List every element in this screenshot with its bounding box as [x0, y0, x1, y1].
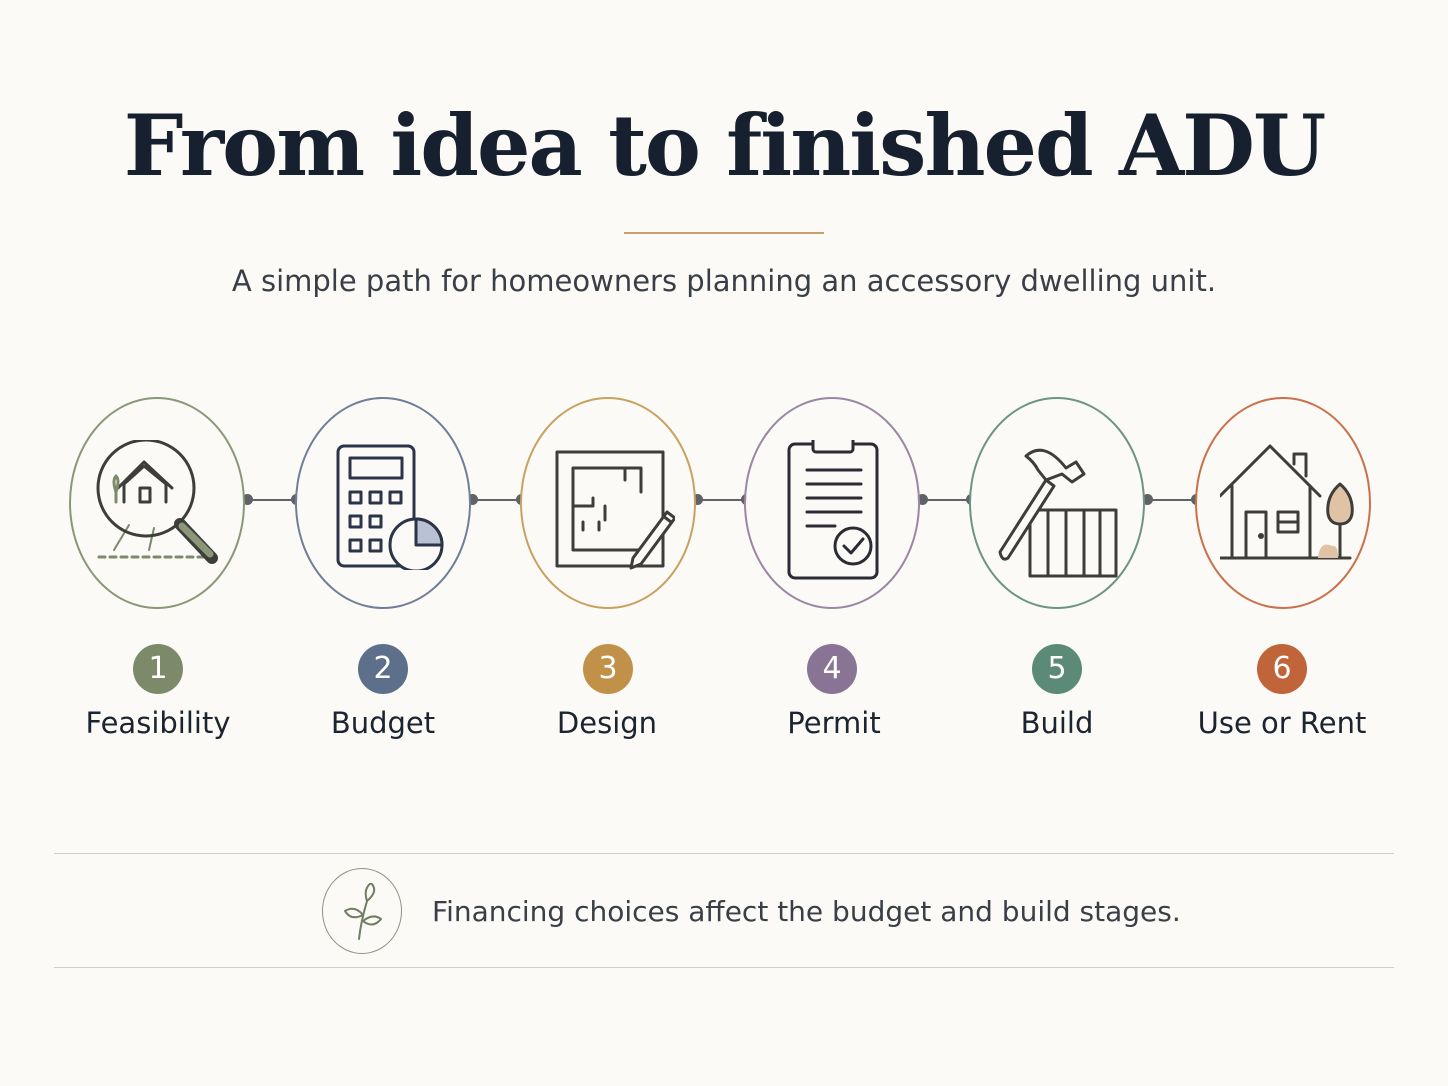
connector-dot — [917, 494, 928, 505]
step-1-icon-ring — [69, 397, 245, 609]
floorplan-pencil-icon — [555, 450, 675, 570]
step-5-number-badge: 5 — [1032, 644, 1082, 694]
connector-dot — [242, 494, 253, 505]
note-bottom-divider — [54, 967, 1394, 968]
calculator-chart-icon — [336, 444, 444, 570]
magnifier-house-icon — [96, 440, 218, 564]
connector-3-4 — [697, 499, 747, 501]
step-4-icon-ring — [744, 397, 920, 609]
connector-dot — [1142, 494, 1153, 505]
financing-note: Financing choices affect the budget and … — [432, 895, 1181, 928]
leaf-sprout-icon — [344, 883, 382, 940]
connector-2-3 — [472, 499, 522, 501]
note-top-divider — [54, 853, 1394, 854]
step-3-number-badge: 3 — [583, 644, 633, 694]
step-4-label: Permit — [787, 706, 881, 740]
step-6-icon-ring — [1195, 397, 1371, 609]
clipboard-check-icon — [787, 440, 879, 580]
connector-5-6 — [1147, 499, 1197, 501]
connector-dot — [692, 494, 703, 505]
step-5-label: Build — [1020, 706, 1094, 740]
step-1-number-badge: 1 — [133, 644, 183, 694]
step-2-number-badge: 2 — [358, 644, 408, 694]
step-4-number-badge: 4 — [807, 644, 857, 694]
title-divider — [624, 232, 824, 234]
step-3-label: Design — [556, 706, 658, 740]
house-tree-icon — [1220, 444, 1354, 560]
step-3-icon-ring — [520, 397, 696, 609]
step-2-icon-ring — [295, 397, 471, 609]
connector-1-2 — [247, 499, 297, 501]
page-title: From idea to finished ADU — [123, 96, 1326, 195]
step-6-number-badge: 6 — [1257, 644, 1307, 694]
step-6-label: Use or Rent — [1197, 706, 1367, 740]
page-subtitle: A simple path for homeowners planning an… — [231, 264, 1217, 298]
note-icon-ring — [322, 868, 402, 954]
hammer-fence-icon — [998, 448, 1118, 578]
step-1-label: Feasibility — [85, 706, 231, 740]
step-5-icon-ring — [969, 397, 1145, 609]
step-2-label: Budget — [330, 706, 436, 740]
connector-4-5 — [922, 499, 972, 501]
connector-dot — [467, 494, 478, 505]
